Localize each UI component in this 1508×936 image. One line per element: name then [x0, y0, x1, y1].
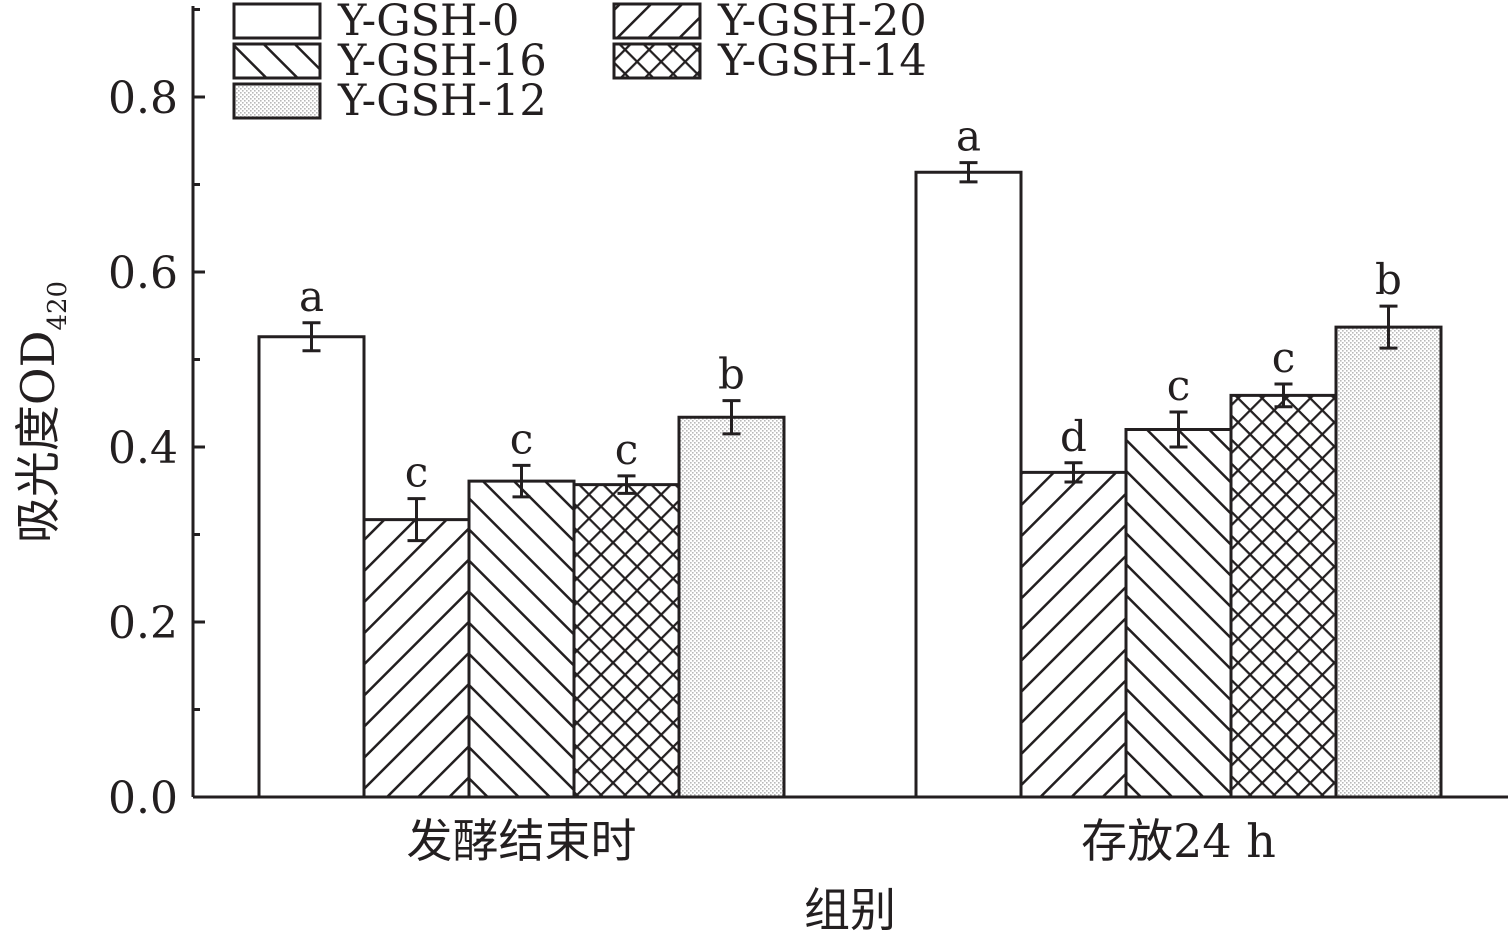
legend-item-y-gsh-12: Y-GSH-12 [232, 76, 547, 126]
legend-item-y-gsh-16: Y-GSH-16 [232, 36, 547, 86]
bar-y-gsh-20-group-2 [1019, 470, 1128, 799]
x-tick-labels: 发酵结束时 存放24 h [407, 814, 1276, 868]
legend-label: Y-GSH-14 [717, 36, 927, 86]
significance-label: a [299, 272, 324, 321]
legend-label: Y-GSH-0 [337, 0, 519, 46]
error-bar-y-gsh-20-group-2 [1064, 461, 1083, 484]
x-axis-title: 组别 [804, 883, 896, 936]
legend-item-y-gsh-0: Y-GSH-0 [232, 0, 519, 46]
y-tick-label: 0.2 [108, 598, 178, 649]
error-bar-layer [302, 161, 1398, 543]
legend-label: Y-GSH-16 [337, 36, 547, 86]
y-axis-title: 吸光度OD420 [11, 281, 73, 543]
bar-y-gsh-14-group-1 [572, 483, 681, 799]
error-bar-y-gsh-16-group-1 [512, 463, 531, 499]
bar-y-gsh-0-group-2 [914, 170, 1023, 799]
legend-label: Y-GSH-20 [717, 0, 927, 46]
legend-item-y-gsh-20: Y-GSH-20 [612, 0, 927, 46]
y-tick-label: 0.4 [108, 423, 178, 474]
legend-swatch [232, 2, 322, 40]
bar-y-gsh-12-group-1 [677, 415, 786, 799]
legend-label: Y-GSH-12 [337, 76, 547, 126]
error-bar-y-gsh-14-group-1 [617, 474, 636, 495]
bar-y-gsh-16-group-1 [467, 479, 576, 799]
y-axis-title-subscript: 420 [43, 281, 73, 331]
bar-y-gsh-20-group-1 [362, 518, 471, 799]
error-bar-y-gsh-0-group-1 [302, 321, 321, 353]
significance-label: c [1167, 361, 1191, 410]
error-bar-y-gsh-14-group-2 [1274, 382, 1293, 409]
x-tick-label: 存放24 h [1081, 814, 1276, 868]
error-bar-y-gsh-16-group-2 [1169, 410, 1188, 449]
bar-y-gsh-14-group-2 [1229, 393, 1338, 799]
y-ticks: 0.0 0.2 0.4 0.6 0.8 [108, 8, 205, 824]
significance-label: c [615, 425, 639, 474]
axes [191, 6, 1508, 799]
legend-swatch [612, 42, 702, 80]
bar-y-gsh-0-group-1 [257, 335, 366, 799]
significance-label: a [956, 112, 981, 161]
legend-swatch [612, 2, 702, 40]
error-bar-y-gsh-12-group-1 [722, 399, 741, 436]
x-tick-label: 发酵结束时 [407, 814, 637, 868]
y-tick-label: 0.0 [108, 773, 178, 824]
error-bar-y-gsh-12-group-2 [1379, 304, 1398, 350]
bar-layer [257, 170, 1443, 799]
y-tick-label: 0.6 [108, 248, 178, 299]
y-axis-title-main: 吸光度OD [11, 331, 65, 544]
error-bar-y-gsh-20-group-1 [407, 497, 426, 543]
legend-swatch [232, 82, 322, 120]
legend-swatch [232, 42, 322, 80]
significance-label: c [1272, 333, 1296, 382]
significance-label: c [510, 414, 534, 463]
bar-y-gsh-12-group-2 [1334, 325, 1443, 799]
significance-label: b [1375, 255, 1402, 304]
y-tick-label: 0.8 [108, 73, 178, 124]
significance-label: b [718, 350, 745, 399]
significance-label-layer: a a c d c c c c b b [299, 112, 1402, 497]
legend: Y-GSH-0 Y-GSH-20Y-GSH-16 Y-GSH-14Y-GSH-12 [232, 0, 927, 126]
bar-y-gsh-16-group-2 [1124, 428, 1233, 799]
legend-item-y-gsh-14: Y-GSH-14 [612, 36, 927, 86]
significance-label: c [405, 448, 429, 497]
error-bar-y-gsh-0-group-2 [959, 161, 978, 184]
significance-label: d [1060, 412, 1087, 461]
